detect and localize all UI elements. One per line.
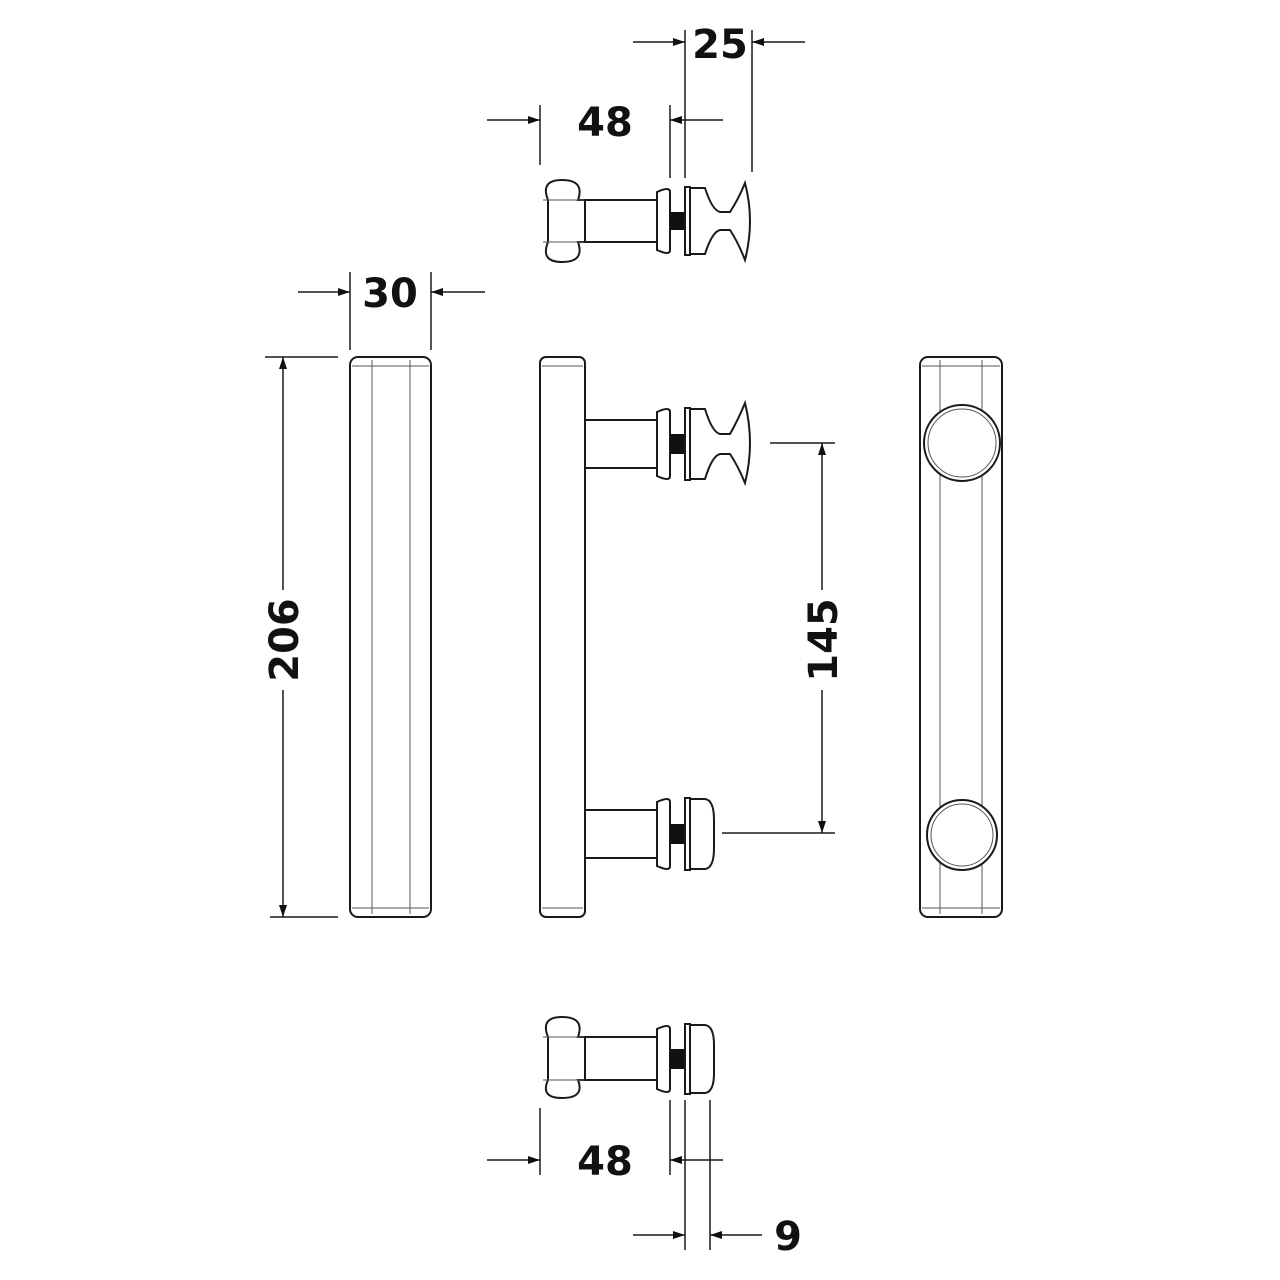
side-view-handle: [539, 356, 751, 918]
dimension-9: 9: [633, 1100, 802, 1260]
dimension-label-9: 9: [774, 1214, 802, 1260]
dimension-label-48-bottom: 48: [577, 1139, 633, 1185]
dimension-label-206: 206: [262, 598, 308, 682]
bottom-view-fitting: [543, 1015, 715, 1100]
dimension-206: 206: [262, 356, 338, 918]
dimension-25: 25: [633, 22, 805, 178]
dimension-48-bottom: 48: [487, 1100, 723, 1185]
dimension-label-30: 30: [362, 271, 418, 317]
dimension-label-48-top: 48: [577, 100, 633, 146]
top-view-fitting: [543, 178, 751, 264]
dimension-145: 145: [722, 442, 847, 834]
front-view-bar: [349, 356, 432, 918]
dimension-label-145: 145: [801, 598, 847, 682]
dimension-label-25: 25: [692, 22, 748, 68]
dimension-48-top: 48: [487, 100, 723, 178]
rear-view-bar: [919, 356, 1003, 918]
dimension-30: 30: [298, 271, 485, 350]
